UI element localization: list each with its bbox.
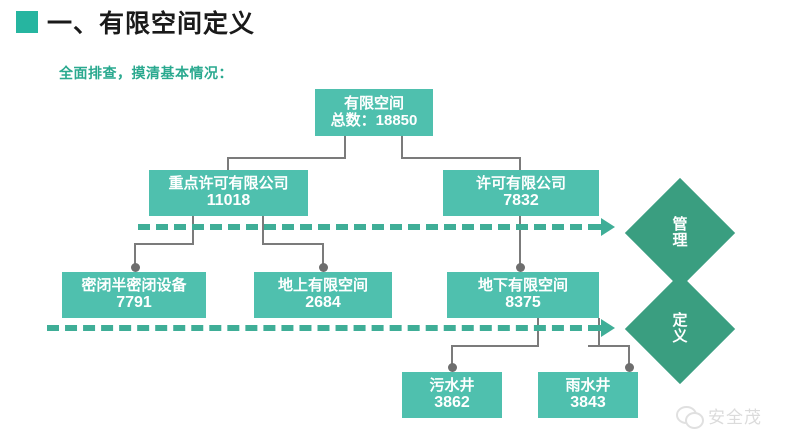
node-root-value: 总数：18850 — [330, 111, 418, 129]
connector-below-right-stub — [598, 318, 600, 346]
node-rain-value: 3843 — [570, 394, 606, 412]
node-below-ground[interactable]: 地下有限空间 8375 — [447, 272, 599, 318]
node-company-value: 7832 — [503, 192, 539, 210]
connector-rain-drop — [628, 345, 630, 367]
node-root[interactable]: 有限空间 总数：18850 — [315, 89, 433, 136]
connector-sewage-h — [451, 345, 539, 347]
node-sewage-well[interactable]: 污水井 3862 — [402, 372, 502, 418]
diamond-manage-char2: 理 — [672, 232, 688, 249]
node-root-label: 有限空间 — [343, 94, 404, 112]
connector-root-right-stub — [401, 136, 403, 158]
node-below-label: 地下有限空间 — [477, 276, 568, 294]
diamond-define-label: 定 义 — [641, 290, 719, 368]
connector-root-right-h — [401, 157, 521, 159]
wechat-icon — [676, 405, 704, 429]
connector-dot-sewage — [448, 363, 457, 372]
connector-dot-sealed — [131, 263, 140, 272]
connector-below-left-stub — [537, 318, 539, 346]
connector-rain-h2 — [588, 345, 630, 347]
node-above-label: 地上有限空间 — [277, 276, 368, 294]
page-title: 一、有限空间定义 — [47, 10, 256, 38]
diamond-manage-char1: 管 — [672, 216, 688, 234]
watermark-text: 安全茂 — [708, 408, 762, 427]
connector-key-left-stub — [192, 216, 194, 244]
square-bullet-icon — [16, 11, 38, 33]
node-key-company-label: 重点许可有限公司 — [168, 174, 289, 192]
page-subtitle: 全面排查，摸清基本情况： — [59, 65, 233, 81]
diamond-manage-label: 管 理 — [641, 194, 719, 272]
connector-dot-below — [516, 263, 525, 272]
connector-above-h — [262, 243, 324, 245]
watermark: 安全茂 — [676, 403, 762, 429]
node-below-value: 8375 — [505, 294, 541, 312]
connector-key-right-stub — [262, 216, 264, 244]
node-sealed-equipment[interactable]: 密闭半密闭设备 7791 — [62, 272, 206, 318]
node-rain-well[interactable]: 雨水井 3843 — [538, 372, 638, 418]
connector-dot-rain — [625, 363, 634, 372]
connector-below-drop — [519, 216, 521, 267]
connector-root-left-stub — [344, 136, 346, 158]
node-sealed-label: 密闭半密闭设备 — [81, 276, 187, 294]
diamond-define-char2: 义 — [672, 328, 688, 345]
node-sealed-value: 7791 — [116, 294, 152, 312]
node-sewage-label: 污水井 — [429, 376, 475, 394]
dashed-arrow-manage — [601, 218, 615, 236]
node-sewage-value: 3862 — [434, 394, 470, 412]
dashed-line-define — [47, 325, 600, 331]
connector-sealed-h — [134, 243, 194, 245]
connector-root-left-h — [227, 157, 346, 159]
dashed-arrow-stem-manage — [592, 224, 602, 230]
connector-above-drop — [322, 243, 324, 267]
node-above-ground[interactable]: 地上有限空间 2684 — [254, 272, 392, 318]
diamond-define-char1: 定 — [672, 312, 688, 330]
node-above-value: 2684 — [305, 294, 341, 312]
node-key-company-value: 11018 — [206, 192, 251, 210]
node-key-company[interactable]: 重点许可有限公司 11018 — [149, 170, 308, 216]
node-company[interactable]: 许可有限公司 7832 — [443, 170, 599, 216]
connector-dot-above — [319, 263, 328, 272]
connector-sewage-drop — [451, 345, 453, 367]
node-company-label: 许可有限公司 — [475, 174, 566, 192]
node-rain-label: 雨水井 — [565, 376, 611, 394]
dashed-arrow-stem-define — [592, 325, 602, 331]
connector-sealed-drop — [134, 243, 136, 267]
dashed-line-manage — [138, 224, 600, 230]
dashed-arrow-define — [601, 319, 615, 337]
